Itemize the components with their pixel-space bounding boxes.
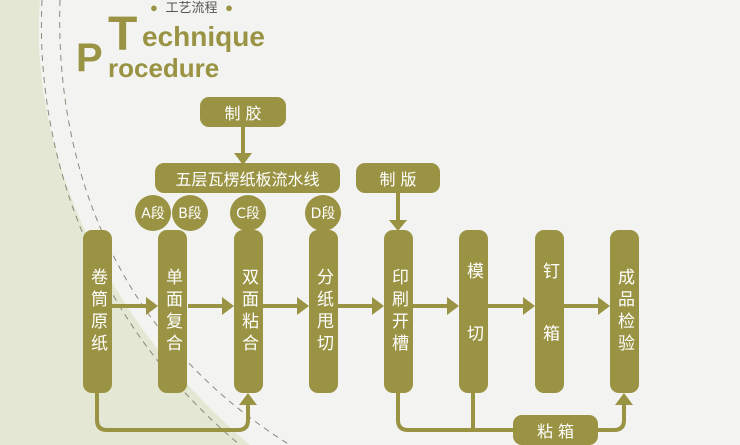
step-roll-paper: 卷筒原纸: [83, 230, 112, 393]
corrugated-line-box: 五层瓦楞纸板流水线: [155, 163, 340, 193]
glue-making-box: 制 胶: [200, 97, 286, 127]
flute-c: C段: [230, 195, 266, 231]
title-big-p: P: [76, 36, 103, 80]
plate-making-box: 制 版: [356, 163, 440, 193]
step-inspection: 成品检验: [610, 230, 639, 393]
step-print-slot: 印刷开槽: [384, 230, 413, 393]
step-double-backer: 双面粘合: [234, 230, 263, 393]
gluing-box: 粘 箱: [513, 415, 598, 445]
flute-a: A段: [135, 195, 171, 231]
title-big-t: T: [108, 8, 138, 61]
subtitle: ● 工艺流程 ●: [150, 0, 233, 15]
step-slit-cut: 分纸甩切: [309, 230, 338, 393]
title-line2: rocedure: [108, 53, 220, 83]
flute-d: D段: [305, 195, 341, 231]
flute-b: B段: [172, 195, 208, 231]
step-die-cut: 模 切: [459, 230, 488, 393]
step-single-facer: 单面复合: [158, 230, 187, 393]
title-line1: echnique: [142, 21, 265, 52]
step-stitch: 钉 箱: [535, 230, 564, 393]
